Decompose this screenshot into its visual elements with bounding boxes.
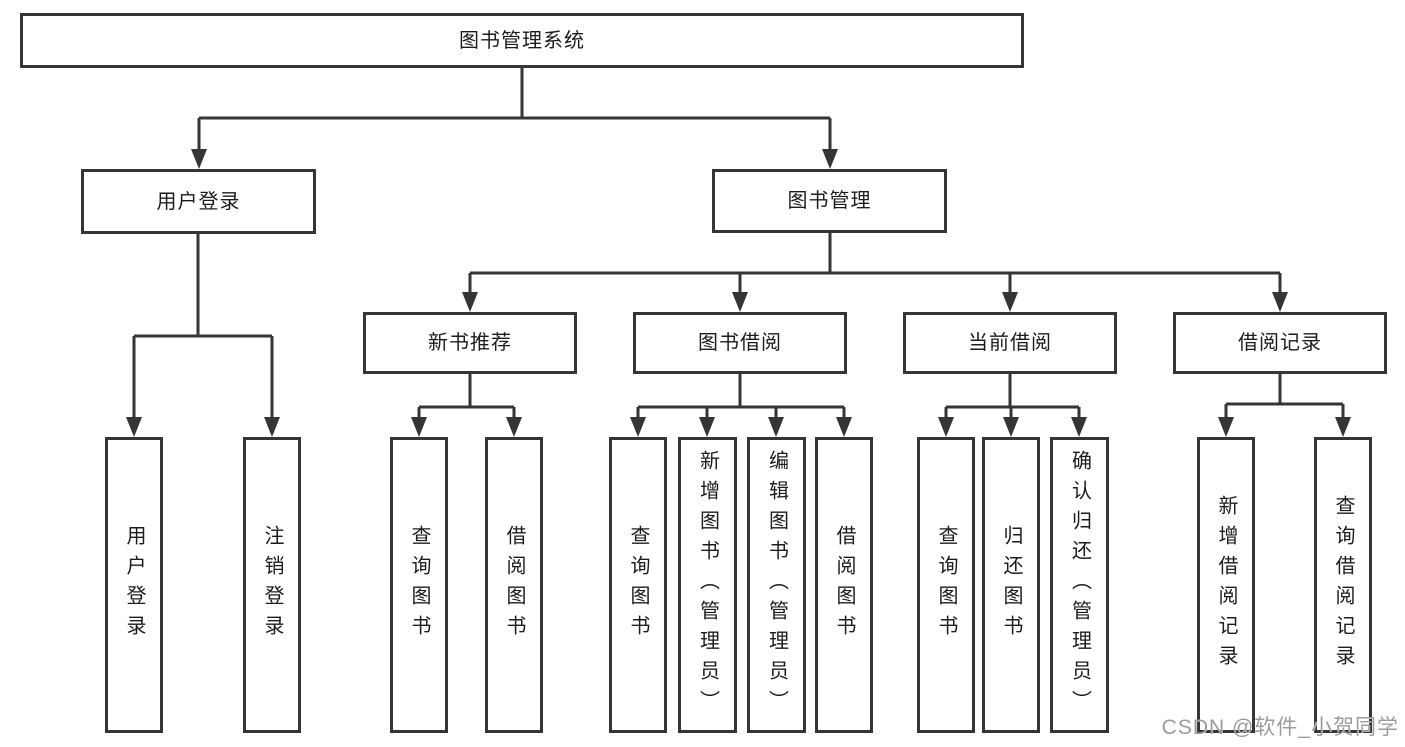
- node-label-leaf-user-login: 用户登录: [123, 525, 145, 645]
- node-new-book-recommend: 新书推荐: [363, 312, 577, 374]
- node-leaf-add-borrow-record: 新增借阅记录: [1197, 437, 1255, 733]
- node-label-leaf-query-books-borrow: 查询图书: [627, 525, 649, 645]
- node-root: 图书管理系统: [20, 13, 1024, 68]
- node-borrow-records: 借阅记录: [1173, 312, 1387, 374]
- node-label-book-management: 图书管理: [787, 190, 872, 212]
- node-label-leaf-borrow-books-recommend: 借阅图书: [503, 525, 525, 645]
- node-leaf-query-books-current: 查询图书: [917, 437, 975, 733]
- node-label-book-borrow: 图书借阅: [698, 332, 782, 354]
- node-user-login: 用户登录: [81, 169, 316, 234]
- node-label-leaf-query-books-current: 查询图书: [935, 525, 957, 645]
- node-leaf-borrow-books-recommend: 借阅图书: [485, 437, 543, 733]
- node-leaf-confirm-return-admin: 确认归还（管理员）: [1050, 437, 1109, 733]
- node-label-leaf-confirm-return-admin: 确认归还（管理员）: [1068, 450, 1091, 720]
- node-label-root: 图书管理系统: [459, 29, 585, 52]
- node-label-new-book-recommend: 新书推荐: [428, 332, 512, 354]
- node-book-borrow: 图书借阅: [633, 312, 847, 374]
- node-leaf-return-books: 归还图书: [982, 437, 1040, 733]
- node-leaf-user-login: 用户登录: [105, 437, 163, 733]
- node-label-current-borrow: 当前借阅: [968, 332, 1052, 354]
- node-leaf-add-books-admin: 新增图书（管理员）: [678, 437, 737, 733]
- node-label-leaf-return-books: 归还图书: [1000, 525, 1022, 645]
- node-leaf-borrow-books: 借阅图书: [815, 437, 873, 733]
- node-leaf-logout-login: 注销登录: [243, 437, 301, 733]
- node-label-leaf-logout-login: 注销登录: [261, 525, 283, 645]
- node-leaf-edit-books-admin: 编辑图书（管理员）: [747, 437, 806, 733]
- node-leaf-query-borrow-record: 查询借阅记录: [1314, 437, 1372, 733]
- node-label-leaf-add-books-admin: 新增图书（管理员）: [696, 450, 719, 720]
- node-label-user-login: 用户登录: [156, 190, 241, 213]
- node-label-leaf-borrow-books: 借阅图书: [833, 525, 855, 645]
- node-label-leaf-add-borrow-record: 新增借阅记录: [1215, 495, 1237, 675]
- node-leaf-query-books-recommend: 查询图书: [390, 437, 448, 733]
- node-label-leaf-query-books-recommend: 查询图书: [408, 525, 430, 645]
- node-label-borrow-records: 借阅记录: [1238, 332, 1322, 354]
- node-current-borrow: 当前借阅: [903, 312, 1117, 374]
- watermark: CSDN @软件_小贺同学: [1161, 716, 1399, 739]
- node-label-leaf-query-borrow-record: 查询借阅记录: [1332, 495, 1354, 675]
- node-label-leaf-edit-books-admin: 编辑图书（管理员）: [765, 450, 788, 720]
- node-leaf-query-books-borrow: 查询图书: [609, 437, 667, 733]
- node-book-management: 图书管理: [712, 169, 947, 233]
